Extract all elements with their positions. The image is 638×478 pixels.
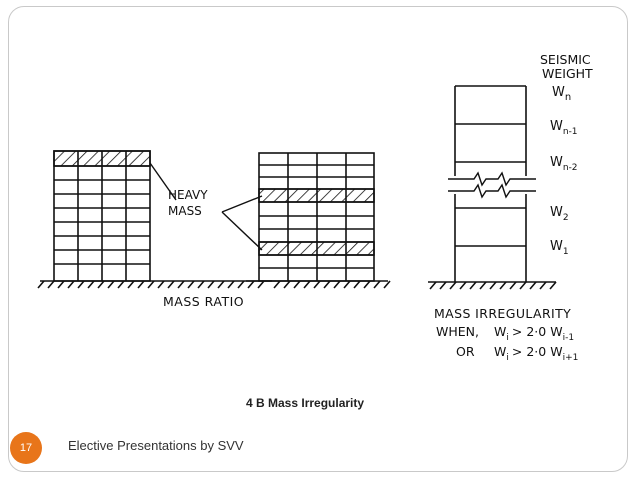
footer-text: Elective Presentations by SVV bbox=[68, 438, 244, 453]
slide-frame bbox=[8, 6, 628, 472]
weight-label-w1: W1 bbox=[550, 239, 569, 257]
condition-or: OR bbox=[456, 344, 475, 359]
seismic-title: SEISMIC bbox=[540, 52, 591, 67]
leader-to-upper-floor bbox=[221, 195, 263, 213]
condition-when: WHEN, bbox=[436, 324, 479, 339]
mass-label: MASS bbox=[168, 204, 202, 218]
break-lines bbox=[448, 171, 536, 199]
weight-label-wn: Wn bbox=[552, 85, 571, 103]
building-heavy-top bbox=[53, 150, 151, 282]
leader-to-building-1 bbox=[149, 162, 177, 201]
weight-title: WEIGHT bbox=[542, 66, 593, 81]
condition-title: MASS IRREGULARITY bbox=[434, 306, 571, 321]
break-gap bbox=[448, 176, 536, 194]
figure-caption: 4 B Mass Irregularity bbox=[246, 396, 364, 410]
ground-line-1 bbox=[37, 280, 272, 289]
heavy-mass-leaders bbox=[149, 162, 263, 251]
weight-label-w2: W2 bbox=[550, 205, 569, 223]
mass-ratio-label: MASS RATIO bbox=[163, 294, 244, 309]
weight-label-wn-2: Wn-2 bbox=[550, 155, 578, 173]
heavy-label: HEAVY bbox=[168, 188, 208, 202]
leader-to-lower-floor bbox=[221, 211, 263, 251]
ground-line-2 bbox=[246, 280, 391, 289]
slide-number-badge: 17 bbox=[10, 432, 42, 464]
ground-line-3 bbox=[428, 281, 557, 290]
building-heavy-mid bbox=[258, 152, 375, 282]
weight-label-wn-1: Wn-1 bbox=[550, 119, 578, 137]
